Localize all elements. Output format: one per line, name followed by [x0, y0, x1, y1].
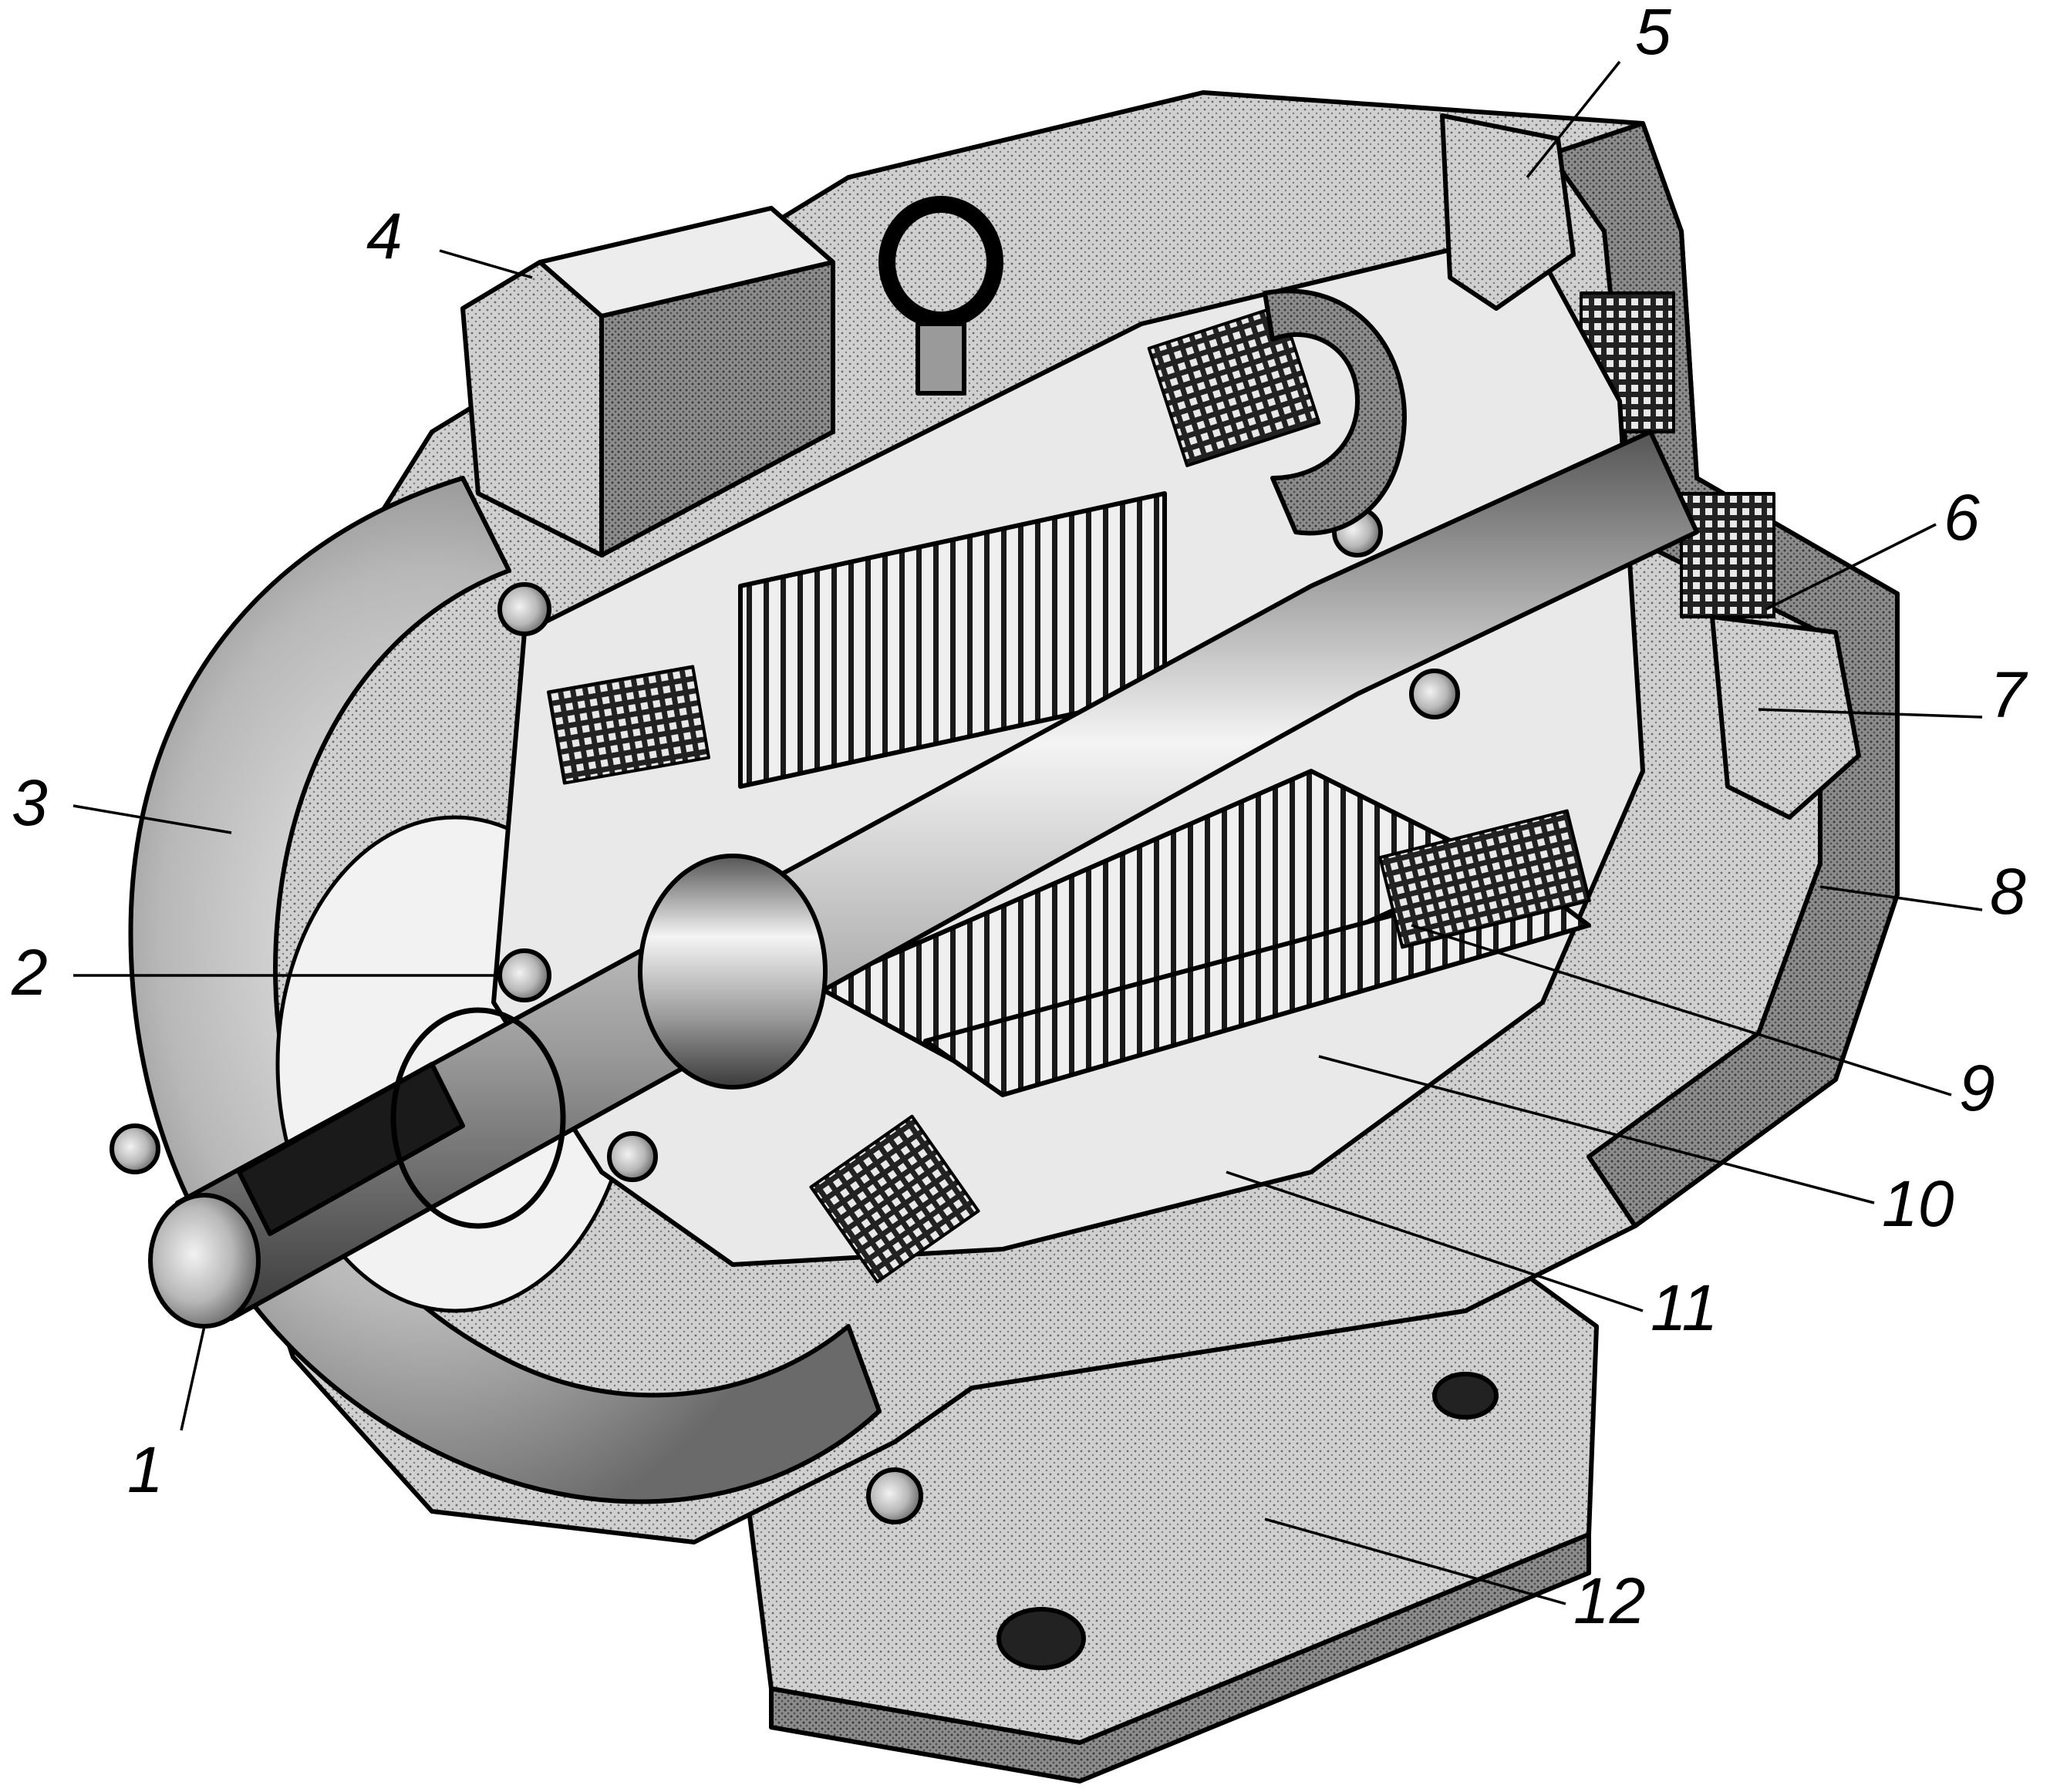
callout-label-7: 7	[1990, 659, 2028, 731]
leader-line-4	[439, 249, 533, 279]
callout-label-8: 8	[1990, 855, 2026, 928]
leader-line-7	[1758, 708, 1983, 719]
front-bearing-ball	[497, 948, 551, 1002]
fan-blade	[1440, 113, 1576, 311]
rear-end-shield	[1263, 288, 1407, 536]
callout-label-4: 4	[366, 200, 403, 272]
leader-line-5	[1526, 60, 1621, 179]
callout-label-9: 9	[1959, 1052, 1995, 1124]
leader-line-6	[1765, 523, 1937, 611]
callout-label-11: 11	[1651, 1272, 1718, 1344]
motor-shaft	[148, 429, 1699, 1329]
callout-label-5: 5	[1635, 0, 1671, 68]
callout-label-6: 6	[1944, 481, 1980, 554]
callout-label-1: 1	[127, 1433, 164, 1506]
leader-line-9	[1411, 924, 1952, 1096]
callout-label-12: 12	[1573, 1565, 1645, 1637]
leader-line-1	[180, 1325, 206, 1431]
leader-line-12	[1264, 1517, 1566, 1605]
leader-line-3	[72, 804, 232, 834]
stator-winding-right	[1378, 809, 1591, 949]
callout-label-3: 3	[12, 766, 48, 839]
leader-line-11	[1226, 1171, 1644, 1312]
leader-line-8	[1819, 885, 1983, 911]
callout-label-10: 10	[1882, 1167, 1954, 1240]
lifting-eye-bolt	[878, 196, 1003, 396]
rear-bearing-ball	[1409, 669, 1460, 719]
leader-line-10	[1318, 1055, 1875, 1204]
stator-winding-left	[547, 665, 710, 785]
callout-label-2: 2	[11, 936, 48, 1009]
stator-winding-lower	[809, 1114, 980, 1284]
